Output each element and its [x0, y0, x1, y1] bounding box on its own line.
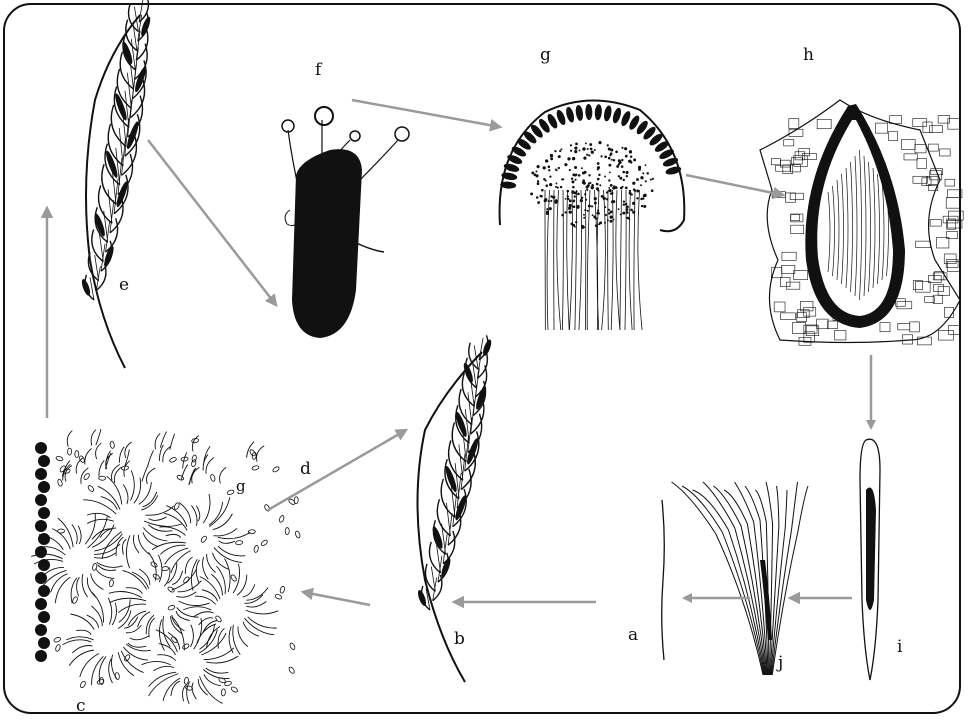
- germ-tube-i: [860, 439, 880, 680]
- label-g-small: g: [236, 477, 246, 495]
- hyphal-section-c: [31, 429, 301, 704]
- sclerotium-section-g: [500, 100, 685, 330]
- grass-spike-e: [80, 0, 152, 368]
- label-i: i: [897, 637, 903, 657]
- infected-floret-f: [282, 107, 409, 338]
- label-e: e: [119, 275, 129, 295]
- label-c: c: [76, 696, 86, 716]
- arrow-c-to-d: [268, 430, 406, 510]
- label-f: f: [315, 60, 323, 80]
- label-d: d: [300, 459, 311, 479]
- conidiophore-j: [672, 482, 809, 675]
- label-h: h: [803, 45, 814, 65]
- arrow-e-to-f: [148, 140, 276, 305]
- ovary-tissue-h: [760, 100, 963, 345]
- label-a: a: [628, 625, 638, 645]
- arrow-b-to-c: [303, 592, 370, 605]
- label-b: b: [454, 629, 465, 649]
- thread-a: [662, 500, 665, 660]
- arrow-f-to-g: [352, 100, 500, 127]
- label-j: j: [776, 653, 783, 673]
- label-g: g: [540, 45, 551, 65]
